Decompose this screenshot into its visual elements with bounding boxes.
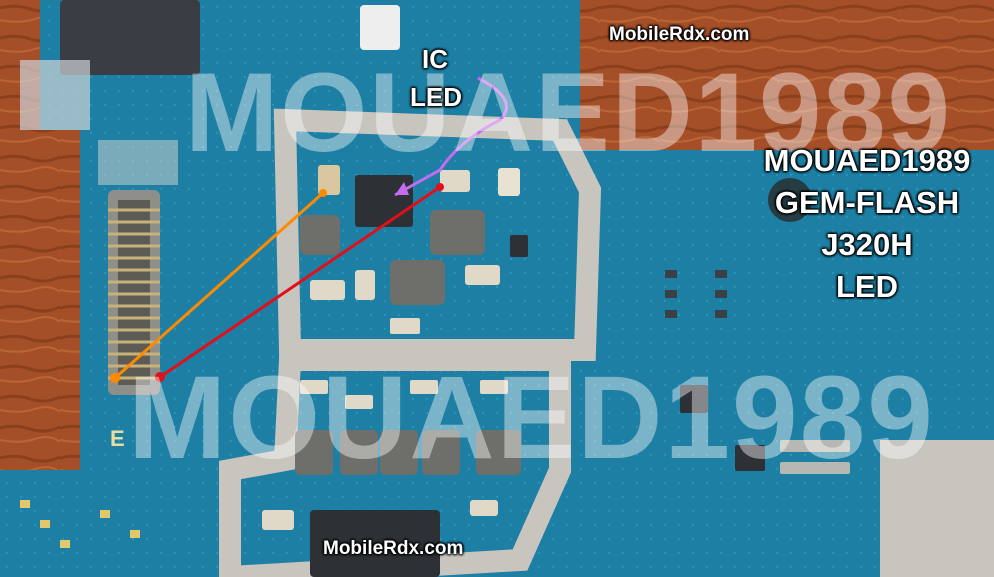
red-wire	[159, 185, 441, 379]
orange-wire	[114, 191, 324, 380]
right-caption: MOUAED1989 GEM-FLASH J320H LED	[752, 140, 982, 308]
site-label-bottom: MobileRdx.com	[323, 538, 464, 559]
ic-arrow	[394, 76, 508, 197]
caption-line-1: MOUAED1989	[763, 143, 971, 178]
top-left-chip	[60, 0, 200, 75]
watermark-bottom: MOUAED1989	[128, 352, 935, 484]
led-label: LED	[410, 82, 462, 112]
caption-line-3: J320H	[821, 227, 913, 262]
caption-line-2: GEM-FLASH	[774, 185, 960, 220]
site-label-top: MobileRdx.com	[609, 24, 750, 45]
ic-label: IC	[422, 44, 448, 74]
board-marking: E	[110, 426, 125, 451]
watermark-top: MOUAED1989	[185, 50, 952, 175]
shield-frame-upper	[273, 108, 602, 361]
sim-tray-edge	[880, 440, 994, 577]
caption-line-4: LED	[836, 269, 898, 304]
